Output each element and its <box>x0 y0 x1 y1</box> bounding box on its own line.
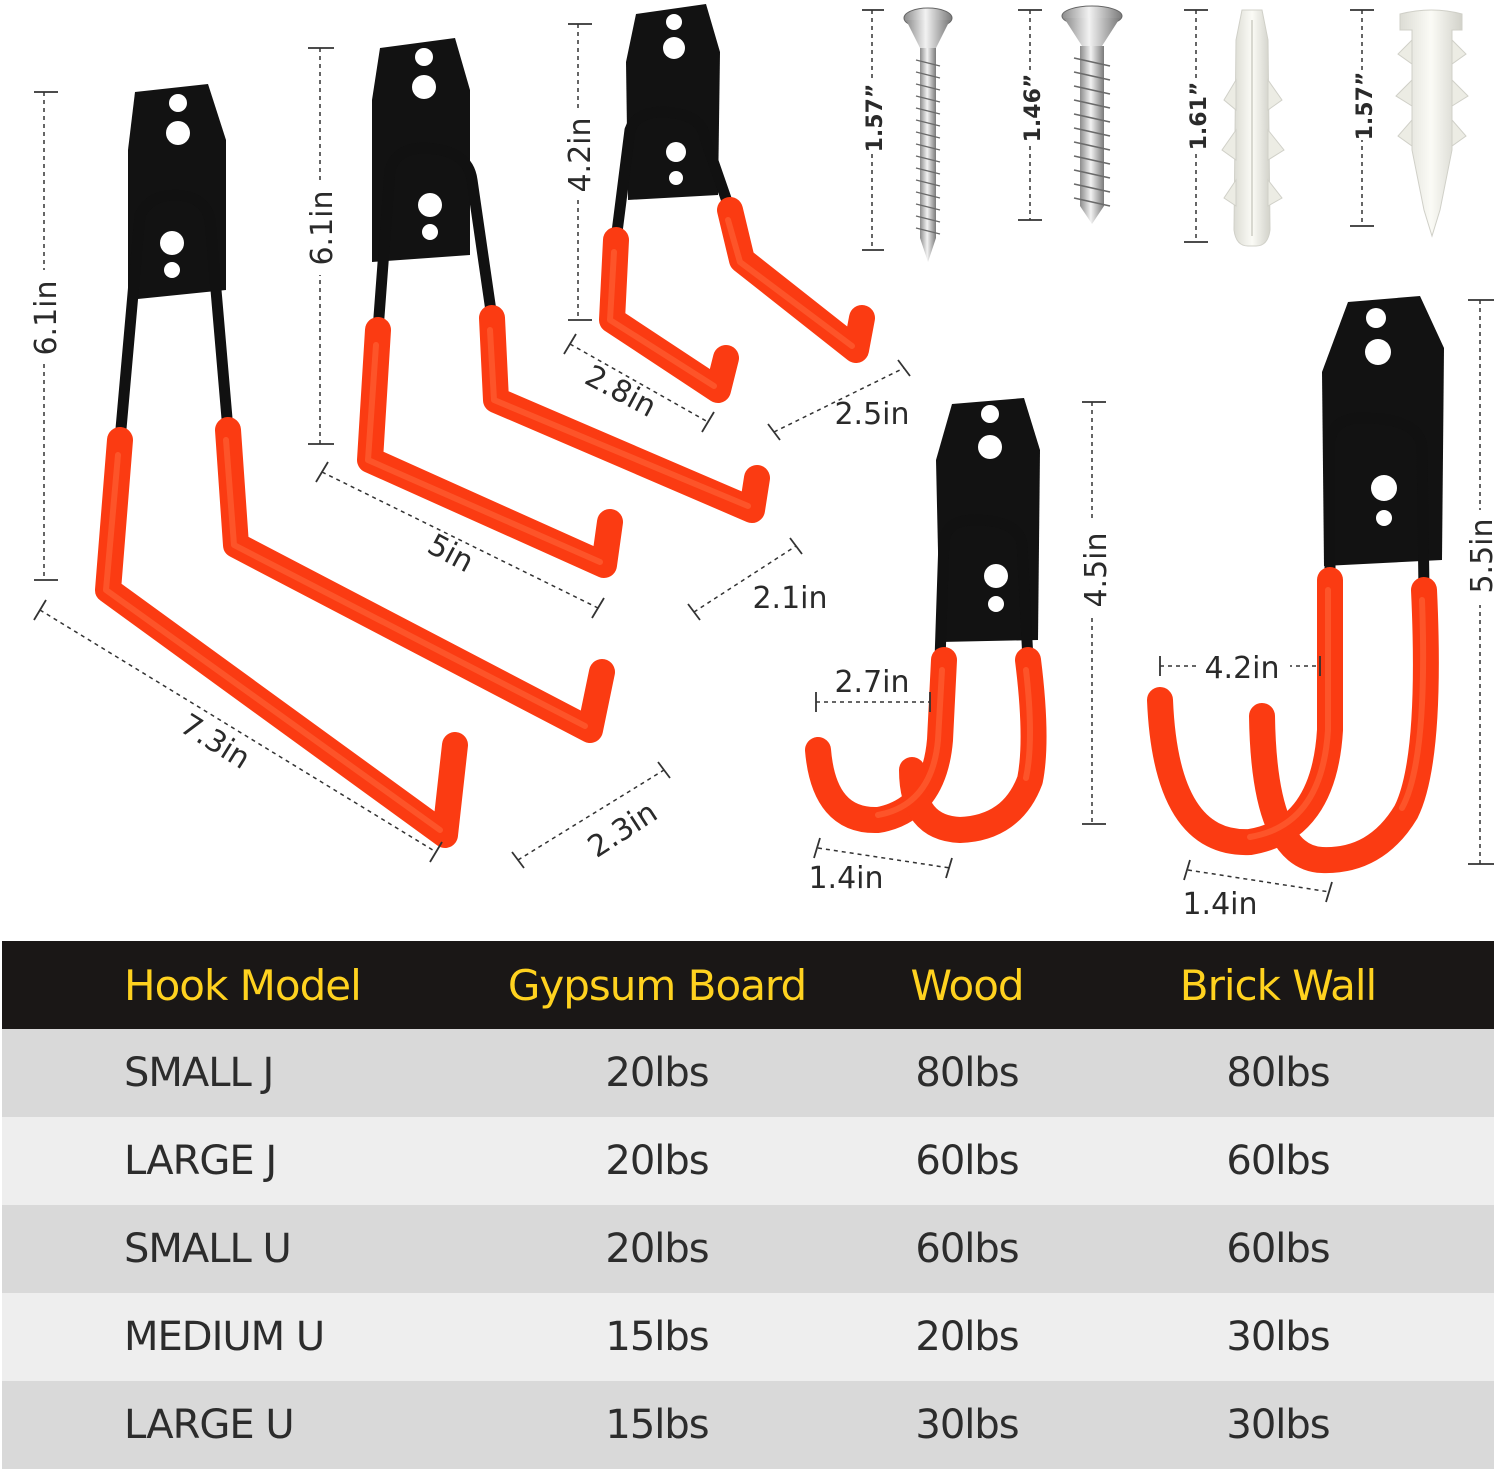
small-j-length-label: 5in <box>422 527 479 580</box>
large-u-depth-label: 1.4in <box>1182 887 1257 922</box>
medium-u-width-dimension: 2.7in <box>815 665 931 712</box>
row-brick: 80lbs <box>1226 1050 1330 1096</box>
row-gypsum: 15lbs <box>605 1402 709 1448</box>
screw-1-length-label: 1.57” <box>863 84 888 153</box>
screw-1-dimension: 1.57” <box>860 9 888 251</box>
screw-2-length-label: 1.46” <box>1021 74 1046 143</box>
screw-2-illustration <box>1061 5 1123 224</box>
row-wood: 60lbs <box>915 1138 1019 1184</box>
hook-dimension-diagram: 6.1in 7.3in 2.3in <box>29 4 1500 922</box>
row-model: SMALL U <box>124 1226 292 1272</box>
medium-u-depth-dimension: 1.4in <box>808 837 953 896</box>
small-j-depth-dimension: 2.1in <box>687 537 828 621</box>
table-row: LARGE J 20lbs 60lbs 60lbs <box>2 1117 1494 1205</box>
small-j-height-dimension: 6.1in <box>304 47 340 445</box>
row-brick: 60lbs <box>1226 1226 1330 1272</box>
small-j-height-label: 6.1in <box>305 190 340 265</box>
row-gypsum: 20lbs <box>605 1050 709 1096</box>
row-wood: 20lbs <box>915 1314 1019 1360</box>
anchor-2-length-label: 1.57” <box>1353 72 1378 141</box>
row-gypsum: 20lbs <box>605 1138 709 1184</box>
anchor-1-dimension: 1.61” <box>1184 9 1212 243</box>
large-j-height-label: 6.1in <box>29 280 64 355</box>
table-row: MEDIUM U 15lbs 20lbs 30lbs <box>2 1293 1494 1381</box>
row-wood: 60lbs <box>915 1226 1019 1272</box>
large-j-length-dimension: 7.3in <box>33 599 443 863</box>
small-u-hook-illustration <box>599 4 875 403</box>
medium-u-width-label: 2.7in <box>834 665 909 700</box>
large-j-depth-label: 2.3in <box>582 795 664 865</box>
large-u-height-dimension: 5.5in <box>1464 299 1500 865</box>
small-u-length-label: 2.8in <box>579 359 662 425</box>
large-j-height-dimension: 6.1in <box>29 91 64 581</box>
row-model: LARGE U <box>124 1402 295 1448</box>
table-row: SMALL J 20lbs 80lbs 80lbs <box>2 1029 1494 1117</box>
medium-u-height-dimension: 4.5in <box>1078 401 1114 825</box>
row-brick: 30lbs <box>1226 1314 1330 1360</box>
small-j-hook-illustration <box>357 38 770 578</box>
row-model: MEDIUM U <box>124 1314 325 1360</box>
row-brick: 30lbs <box>1226 1402 1330 1448</box>
anchor-1-length-label: 1.61” <box>1187 82 1212 151</box>
anchor-1-illustration <box>1221 9 1285 247</box>
large-u-width-label: 4.2in <box>1204 651 1279 686</box>
anchor-2-illustration <box>1395 9 1469 238</box>
row-wood: 80lbs <box>915 1050 1019 1096</box>
table-row: SMALL U 20lbs 60lbs 60lbs <box>2 1205 1494 1293</box>
header-brick-wall: Brick Wall <box>1179 960 1377 1010</box>
small-u-height-label: 4.2in <box>563 117 598 192</box>
small-u-depth-label: 2.5in <box>834 397 909 432</box>
medium-u-depth-label: 1.4in <box>808 861 883 896</box>
small-u-depth-dimension: 2.5in <box>767 359 911 441</box>
header-wood: Wood <box>910 960 1024 1010</box>
table-header-row: Hook Model Gypsum Board Wood Brick Wall <box>2 941 1494 1029</box>
screw-1-illustration <box>903 7 953 262</box>
row-gypsum: 20lbs <box>605 1226 709 1272</box>
header-gypsum-board: Gypsum Board <box>507 960 807 1010</box>
small-u-height-dimension: 4.2in <box>562 23 598 321</box>
row-wood: 30lbs <box>915 1402 1019 1448</box>
large-j-length-label: 7.3in <box>174 707 256 776</box>
large-u-height-label: 5.5in <box>1465 518 1500 593</box>
medium-u-height-label: 4.5in <box>1079 532 1114 607</box>
row-gypsum: 15lbs <box>605 1314 709 1360</box>
large-u-hook-illustration <box>1147 296 1444 874</box>
row-model: LARGE J <box>124 1138 277 1184</box>
row-model: SMALL J <box>124 1050 274 1096</box>
anchor-2-dimension: 1.57” <box>1350 9 1378 227</box>
small-j-depth-label: 2.1in <box>752 581 827 616</box>
large-j-depth-dimension: 2.3in <box>511 761 671 869</box>
large-j-hook-illustration <box>95 84 615 848</box>
screw-2-dimension: 1.46” <box>1018 9 1046 221</box>
load-capacity-table: Hook Model Gypsum Board Wood Brick Wall … <box>2 941 1494 1469</box>
row-brick: 60lbs <box>1226 1138 1330 1184</box>
header-hook-model: Hook Model <box>124 960 362 1010</box>
large-u-depth-dimension: 1.4in <box>1182 859 1333 922</box>
medium-u-hook-illustration <box>805 398 1047 843</box>
large-u-width-dimension: 4.2in <box>1159 648 1321 686</box>
table-row: LARGE U 15lbs 30lbs 30lbs <box>2 1381 1494 1469</box>
